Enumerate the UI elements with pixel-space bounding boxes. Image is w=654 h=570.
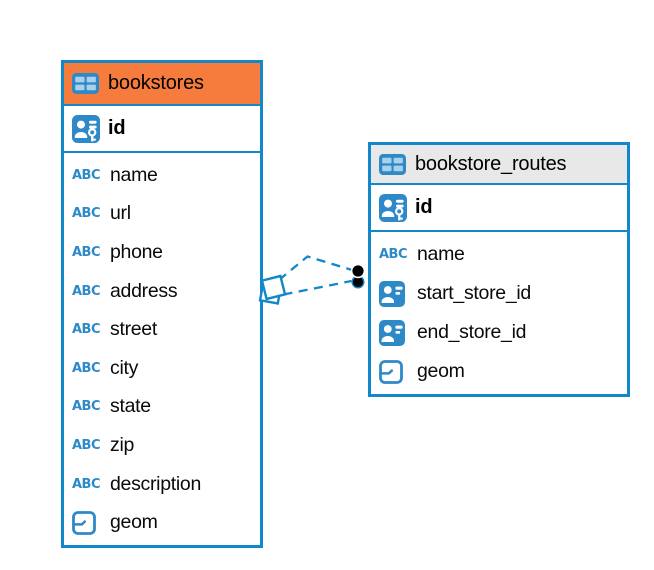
text-icon: ABC xyxy=(72,437,101,453)
text-icon: ABC xyxy=(72,244,101,260)
table-bookstore-routes-header[interactable]: bookstore_routes xyxy=(371,145,627,185)
column-name: start_store_id xyxy=(417,282,531,304)
table-bookstore-routes[interactable]: bookstore_routes id ABC name start_store… xyxy=(368,142,630,397)
table-name: bookstores xyxy=(108,72,204,94)
column-row-end-store-id[interactable]: end_store_id xyxy=(371,313,627,352)
geometry-icon xyxy=(379,360,403,384)
column-name: description xyxy=(110,472,202,495)
primary-key-name: id xyxy=(415,196,433,218)
text-icon: ABC xyxy=(72,322,101,338)
text-icon: ABC xyxy=(72,476,101,492)
table-bookstores-header[interactable]: bookstores xyxy=(64,63,260,106)
column-row-city[interactable]: ABC city xyxy=(64,349,260,388)
text-icon: ABC xyxy=(72,399,101,415)
geometry-icon xyxy=(72,511,96,535)
one-end-dot-marker xyxy=(350,263,366,289)
primary-key-icon xyxy=(379,194,407,222)
column-name: name xyxy=(110,163,158,186)
relationship-line-lower[interactable] xyxy=(283,279,352,296)
column-row-street[interactable]: ABC street xyxy=(64,310,260,349)
table-name: bookstore_routes xyxy=(415,152,567,175)
text-icon: ABC xyxy=(379,247,408,262)
column-name: geom xyxy=(417,360,465,382)
column-name: city xyxy=(110,356,139,379)
primary-key-row[interactable]: id xyxy=(371,185,627,232)
many-end-diamond-marker xyxy=(258,274,287,305)
text-icon: ABC xyxy=(72,360,101,376)
table-icon xyxy=(72,73,99,94)
primary-key-name: id xyxy=(108,117,126,139)
column-name: geom xyxy=(110,511,158,534)
column-row-name[interactable]: ABC name xyxy=(64,156,260,195)
column-name: phone xyxy=(110,240,163,263)
column-name: name xyxy=(417,243,465,265)
column-row-geom[interactable]: geom xyxy=(64,503,260,542)
column-name: end_store_id xyxy=(417,321,527,343)
text-icon: ABC xyxy=(72,206,101,222)
column-row-phone[interactable]: ABC phone xyxy=(64,233,260,272)
column-row-geom[interactable]: geom xyxy=(371,352,627,391)
primary-key-row[interactable]: id xyxy=(64,106,260,153)
column-row-start-store-id[interactable]: start_store_id xyxy=(371,274,627,313)
text-icon: ABC xyxy=(72,167,101,183)
reference-id-icon xyxy=(379,320,405,346)
column-name: street xyxy=(110,318,157,341)
primary-key-icon xyxy=(72,115,100,143)
column-row-name[interactable]: ABC name xyxy=(371,235,627,274)
column-name: address xyxy=(110,279,178,302)
text-icon: ABC xyxy=(72,283,101,299)
reference-id-icon xyxy=(379,281,405,307)
column-name: zip xyxy=(110,433,135,456)
column-name: state xyxy=(110,395,151,418)
column-row-address[interactable]: ABC address xyxy=(64,272,260,311)
column-row-state[interactable]: ABC state xyxy=(64,388,260,427)
column-row-zip[interactable]: ABC zip xyxy=(64,426,260,465)
column-row-description[interactable]: ABC description xyxy=(64,465,260,504)
column-list: ABC name ABC url ABC phone ABC address A… xyxy=(64,153,260,545)
relationship-line-upper[interactable] xyxy=(278,255,353,281)
table-icon xyxy=(379,154,406,175)
column-list: ABC name start_store_id end_store_id geo… xyxy=(371,232,627,394)
table-bookstores[interactable]: bookstores id ABC name ABC url ABC phone… xyxy=(61,60,263,548)
column-row-url[interactable]: ABC url xyxy=(64,195,260,234)
column-name: url xyxy=(110,202,131,225)
